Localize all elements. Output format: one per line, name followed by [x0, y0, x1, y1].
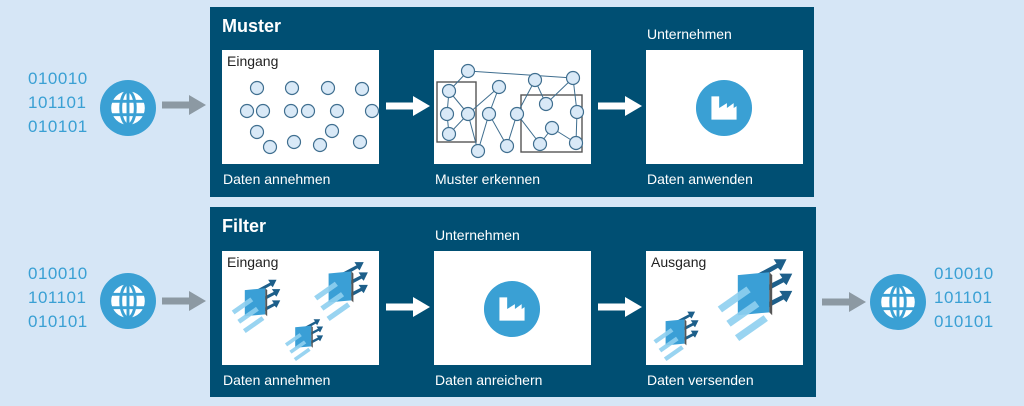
step-box-unternehmen — [646, 50, 803, 164]
step-box-unternehmen — [434, 251, 591, 365]
panel-title: Muster — [222, 16, 282, 36]
step-box-muster-erkennen — [434, 50, 591, 164]
binary-line: 010010 — [28, 69, 88, 88]
box-header: Eingang — [227, 254, 279, 270]
binary-line: 101101 — [28, 288, 87, 307]
box-header: Eingang — [227, 53, 279, 69]
input-binary-filter: 010010 101101 010101 — [28, 262, 88, 334]
company-label: Unternehmen — [647, 26, 732, 42]
factory-icon — [483, 280, 541, 338]
factory-icon — [695, 79, 753, 137]
panel-muster: Muster Eingang Daten annehmen — [210, 7, 814, 197]
globe-icon — [100, 273, 156, 329]
step-label: Daten versenden — [647, 372, 754, 388]
step-box-ausgang: Ausgang — [646, 251, 803, 365]
step-label: Daten annehmen — [223, 372, 331, 388]
gray-arrow-icon — [162, 95, 206, 115]
scattered-nodes — [239, 80, 379, 155]
binary-line: 010101 — [28, 117, 88, 136]
node-network — [436, 63, 585, 159]
step-box-eingang: Eingang — [222, 251, 379, 365]
output-binary-filter: 010010 101101 010101 — [934, 262, 994, 334]
binary-line: 101101 — [28, 93, 87, 112]
step-label: Daten annehmen — [223, 171, 331, 187]
white-arrow-icon — [598, 96, 642, 116]
input-binary-muster: 010010 101101 010101 — [28, 67, 88, 139]
white-arrow-icon — [598, 297, 642, 317]
step-label: Daten anreichern — [435, 372, 543, 388]
binary-line: 101101 — [934, 288, 993, 307]
filter-icon — [712, 255, 798, 341]
step-label: Daten anwenden — [647, 171, 753, 187]
binary-line: 010010 — [934, 264, 994, 283]
panel-title: Filter — [222, 216, 267, 236]
white-arrow-icon — [386, 96, 430, 116]
filter-icon — [282, 317, 326, 361]
company-label: Unternehmen — [435, 227, 520, 243]
step-label: Muster erkennen — [435, 171, 541, 187]
binary-line: 010010 — [28, 264, 88, 283]
panel-filter: Filter Eingang Daten annehmen Unternehme… — [210, 207, 816, 397]
globe-icon — [870, 274, 926, 330]
box-header: Ausgang — [651, 254, 707, 270]
gray-arrow-icon — [162, 291, 206, 311]
white-arrow-icon — [386, 297, 430, 317]
step-box-eingang: Eingang — [222, 50, 379, 164]
binary-line: 010101 — [934, 312, 994, 331]
filter-icon — [650, 309, 702, 361]
filter-icon — [310, 259, 372, 321]
filter-icon — [228, 277, 284, 333]
gray-arrow-icon — [822, 292, 866, 312]
binary-line: 010101 — [28, 312, 88, 331]
globe-icon — [100, 80, 156, 136]
